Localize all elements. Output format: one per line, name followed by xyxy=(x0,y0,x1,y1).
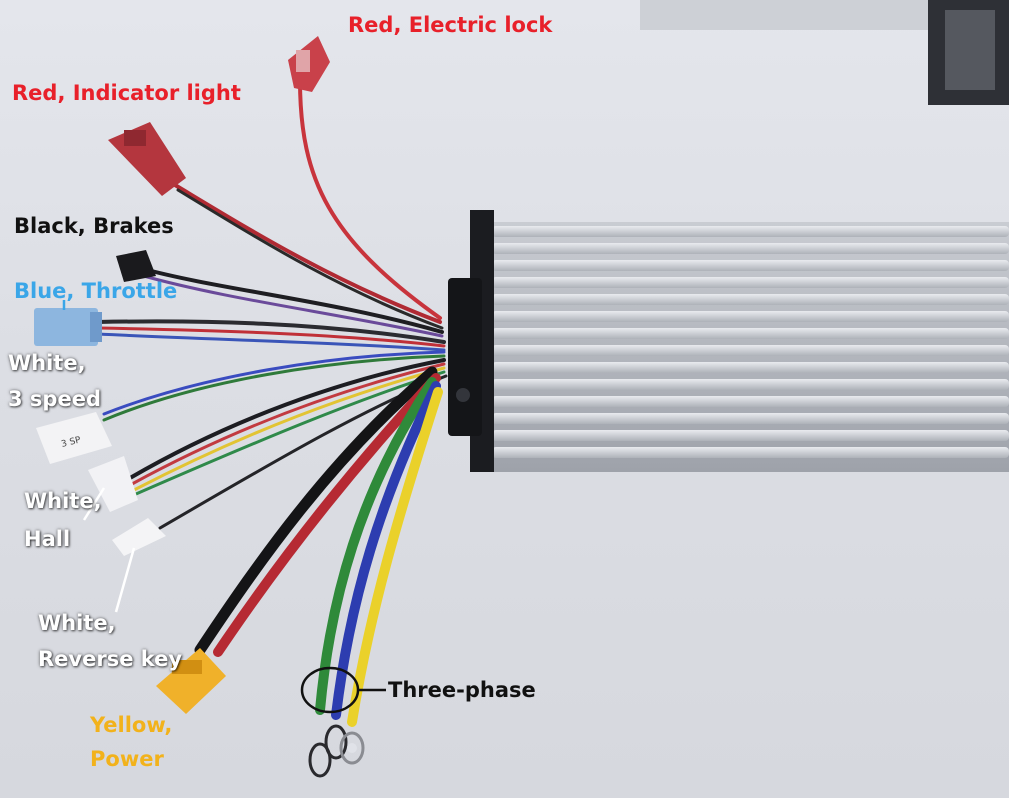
label-reverse-key-line1: White, xyxy=(38,611,116,635)
label-power-line1: Yellow, xyxy=(90,713,173,737)
label-throttle: Blue, Throttle xyxy=(14,279,178,303)
background-object xyxy=(640,0,1009,105)
reverse-key-connector xyxy=(112,518,166,556)
label-three-speed: White, 3 speed xyxy=(8,350,101,413)
label-three-phase: Three-phase xyxy=(388,678,536,702)
label-reverse-key: White, Reverse key xyxy=(38,610,182,673)
hall-connector xyxy=(88,456,138,512)
label-power-line2: Power xyxy=(90,747,164,772)
throttle-connector xyxy=(34,308,102,346)
controller-housing xyxy=(448,210,1009,472)
label-hall-line2: Hall xyxy=(24,527,71,552)
three-speed-tag: 3 SP xyxy=(60,435,82,450)
label-hall: White, Hall xyxy=(24,488,102,553)
label-hall-line1: White, xyxy=(24,489,102,513)
label-reverse-key-line2: Reverse key xyxy=(38,647,183,672)
label-power: Yellow, Power xyxy=(90,712,172,773)
label-pointers xyxy=(62,300,136,613)
label-three-speed-line1: White, xyxy=(8,351,86,375)
power-connector xyxy=(156,648,226,714)
three-phase-terminals xyxy=(308,724,365,778)
label-three-speed-line2: 3 speed xyxy=(8,387,101,412)
indicator-light-connector xyxy=(108,122,186,196)
three-phase-circle-marker xyxy=(300,666,360,714)
three-speed-connector: 3 SP xyxy=(36,412,112,464)
brakes-connector xyxy=(116,250,156,282)
electric-lock-connector xyxy=(288,36,330,92)
label-electric-lock: Red, Electric lock xyxy=(348,13,553,37)
label-indicator-light: Red, Indicator light xyxy=(12,81,241,105)
label-brakes: Black, Brakes xyxy=(14,214,174,238)
